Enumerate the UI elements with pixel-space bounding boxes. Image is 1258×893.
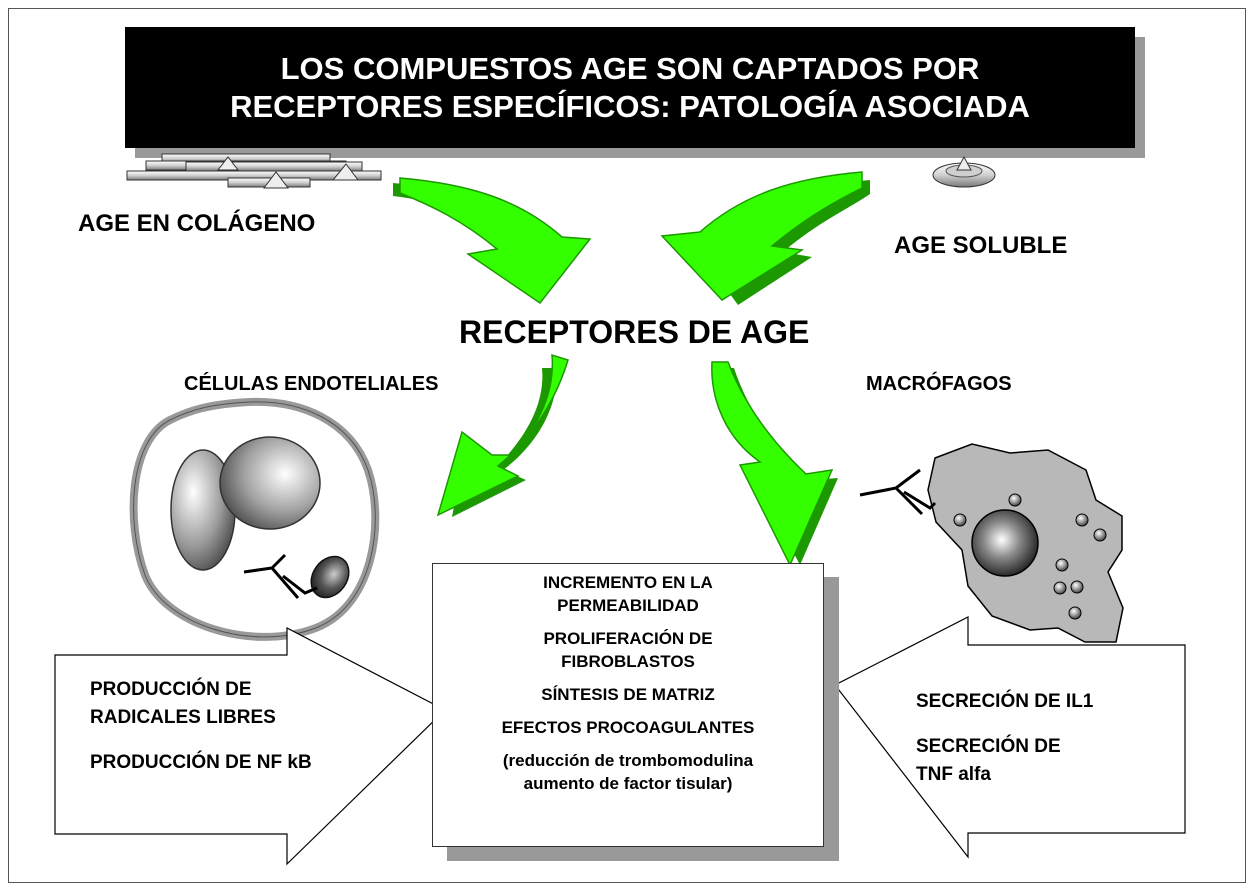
arrow-receptor-to-macrophage-icon xyxy=(711,361,838,567)
left-block-arrow-icon xyxy=(54,627,447,866)
center-effect-line-5: SÍNTESIS DE MATRIZ xyxy=(541,685,715,704)
right-effect-line-1: SECRECIÓN DE IL1 xyxy=(916,691,1094,712)
left-effects-list: PRODUCCIÓN DE RADICALES LIBRES PRODUCCIÓ… xyxy=(90,676,312,777)
label-celulas-endoteliales: CÉLULAS ENDOTELIALES xyxy=(184,373,439,395)
center-effect-line-2: PERMEABILIDAD xyxy=(557,596,699,615)
label-macrofagos: MACRÓFAGOS xyxy=(866,373,1012,395)
label-receptores-age: RECEPTORES DE AGE xyxy=(459,314,810,350)
arrow-soluble-to-receptor-icon xyxy=(660,171,870,305)
right-effect-line-3: TNF alfa xyxy=(916,764,991,785)
label-age-soluble: AGE SOLUBLE xyxy=(894,232,1068,259)
slide-frame xyxy=(8,8,1246,883)
title-line-1: LOS COMPUESTOS AGE SON CAPTADOS POR xyxy=(280,50,980,86)
label-age-colageno: AGE EN COLÁGENO xyxy=(78,210,316,237)
right-effects-list: SECRECIÓN DE IL1 SECRECIÓN DE TNF alfa xyxy=(916,688,1093,789)
left-effect-line-1: PRODUCCIÓN DE xyxy=(90,679,252,700)
arrow-receptor-to-endothelial-icon xyxy=(436,353,569,517)
arrow-collagen-to-receptor-icon xyxy=(393,177,592,305)
macrophage-cell-icon xyxy=(927,443,1124,643)
title-line-2: RECEPTORES ESPECÍFICOS: PATOLOGÍA ASOCIA… xyxy=(230,88,1030,124)
left-effect-line-3: PRODUCCIÓN DE NF kB xyxy=(90,752,312,773)
receptor-macrophage-icon xyxy=(859,468,937,516)
right-block-arrow-icon xyxy=(834,616,1186,859)
collagen-rods-icon xyxy=(126,153,382,189)
center-effect-line-1: INCREMENTO EN LA xyxy=(543,573,713,592)
endothelial-cell-icon xyxy=(129,397,380,641)
soluble-age-icon xyxy=(932,155,996,188)
center-effect-line-6: EFECTOS PROCOAGULANTES xyxy=(501,718,755,737)
left-effect-line-2: RADICALES LIBRES xyxy=(90,707,276,728)
center-effects-box: INCREMENTO EN LA PERMEABILIDAD PROLIFERA… xyxy=(432,563,824,847)
center-effect-line-7: (reducción de trombomodulina xyxy=(502,751,754,770)
center-effect-line-8: aumento de factor tisular) xyxy=(523,774,733,793)
right-effect-line-2: SECRECIÓN DE xyxy=(916,736,1061,757)
title-banner: LOS COMPUESTOS AGE SON CAPTADOS POR RECE… xyxy=(125,27,1135,148)
center-effect-line-4: FIBROBLASTOS xyxy=(561,652,695,671)
center-effect-line-3: PROLIFERACIÓN DE xyxy=(543,629,713,648)
receptor-endothelial-icon xyxy=(243,553,318,599)
